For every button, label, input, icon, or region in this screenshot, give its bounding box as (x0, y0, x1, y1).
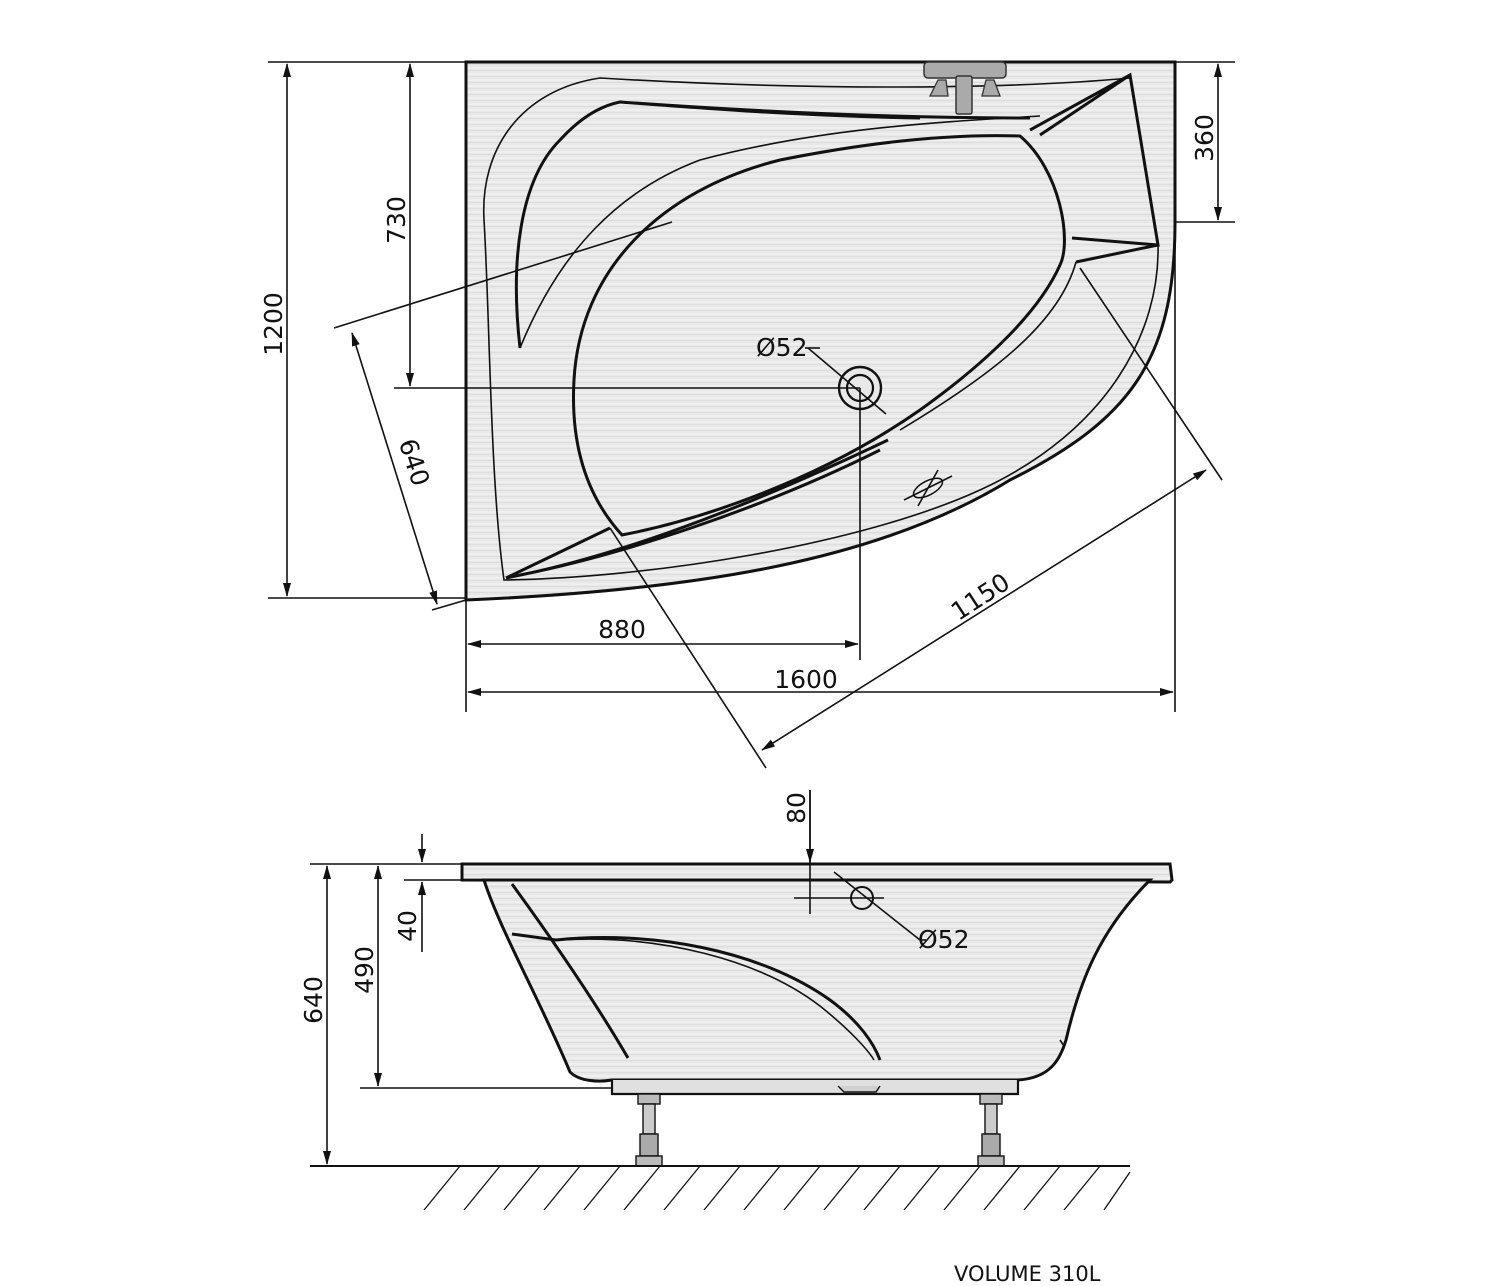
floor (310, 1165, 1131, 1211)
leg-right (977, 1093, 1005, 1167)
dim-label-80: 80 (782, 792, 811, 824)
basin-outline (572, 134, 1066, 537)
dim-label-880: 880 (598, 615, 646, 644)
dim-label-drain: Ø52 (756, 333, 808, 362)
side-curve-main (511, 932, 882, 1061)
top-view: 1200 730 360 880 1600 640 1150 Ø52 (259, 60, 1235, 769)
dim-label-490: 490 (350, 946, 379, 994)
dim-line-640-diag (351, 332, 438, 605)
tub-rim (460, 862, 1174, 884)
headrest-wing (514, 100, 1031, 349)
drain-leader (807, 347, 887, 415)
corner-wedge-right (1029, 72, 1160, 264)
tub-outline-top (464, 60, 1177, 602)
dim-label-overflow: Ø52 (918, 925, 970, 954)
side-curve-left (510, 883, 630, 1059)
dim-label-730: 730 (382, 196, 411, 244)
side-curve-inner (559, 938, 875, 1061)
seat-contour (899, 261, 1077, 431)
volume-label: VOLUME 310L (954, 1262, 1101, 1286)
dim-label-360: 360 (1190, 114, 1219, 162)
headrest-inner (519, 115, 1041, 349)
dim-label-640-side: 640 (299, 976, 328, 1024)
tub-body-side (481, 878, 1154, 1083)
dim-label-1150: 1150 (946, 567, 1015, 626)
faucet-icon (923, 61, 1007, 115)
tub-base (610, 1080, 1020, 1096)
dim-label-40: 40 (393, 910, 422, 942)
leg-left (635, 1093, 663, 1167)
dim-label-1600: 1600 (774, 665, 838, 694)
dim-line-1150 (761, 469, 1207, 751)
side-view: 640 490 40 80 Ø52 (299, 790, 1174, 1211)
overflow-side-icon (794, 886, 884, 910)
dim-label-1200: 1200 (259, 292, 288, 356)
